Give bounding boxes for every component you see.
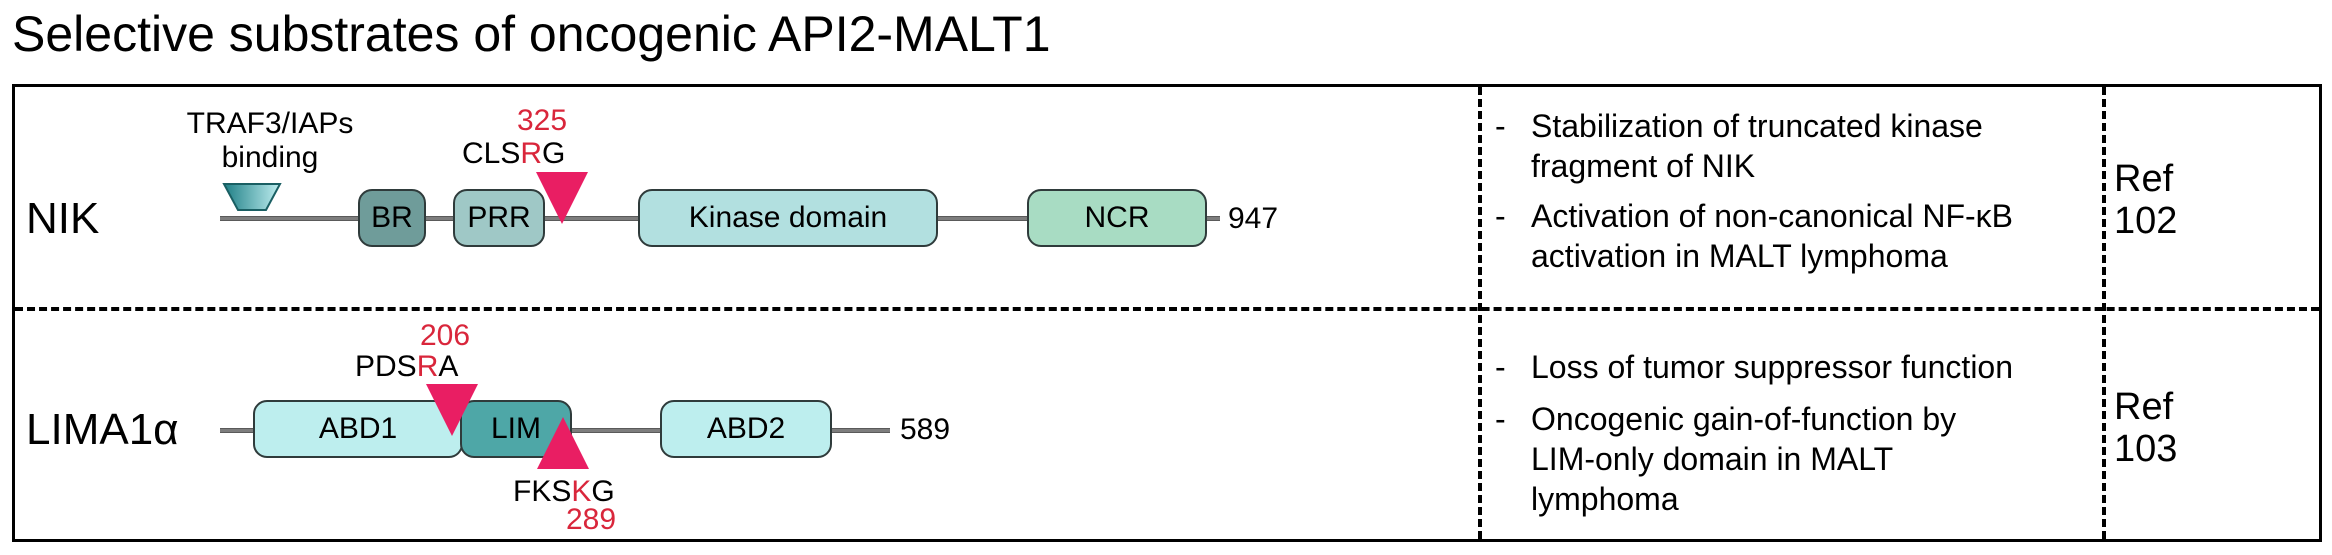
traf-binding-marker — [222, 183, 282, 211]
nik-reference: Ref 102 — [2114, 158, 2178, 242]
lima1-effect-2: - Oncogenic gain-of-function by LIM-only… — [1495, 401, 1957, 517]
domain-kinase: Kinase domain — [638, 189, 938, 247]
column-divider-refs — [2102, 87, 2106, 539]
domain-abd2: ABD2 — [660, 400, 832, 458]
lima1-site1-number: 206 — [419, 319, 471, 352]
nik-cleavage-site-icon — [536, 172, 588, 224]
traf-label: TRAF3/IAPs binding — [186, 107, 354, 174]
lima1-site1-sequence: PDSRA — [355, 350, 459, 383]
row-divider — [15, 307, 2319, 311]
domain-br: BR — [358, 189, 426, 247]
table-frame — [12, 84, 2322, 542]
lima1-site2-sequence: FKSKG — [513, 475, 615, 508]
domain-abd1: ABD1 — [253, 400, 463, 458]
lima1-reference: Ref 103 — [2114, 386, 2178, 470]
nik-site-number: 325 — [516, 104, 568, 137]
lima1-effect-1: - Loss of tumor suppressor function — [1495, 349, 2014, 385]
lima1-effects: - Loss of tumor suppressor function - On… — [1495, 347, 2095, 519]
lima1-site2-number: 289 — [565, 503, 617, 536]
domain-ncr: NCR — [1027, 189, 1207, 247]
lima1-cleavage-site-289-icon — [537, 417, 589, 469]
nik-site-sequence: CLSRG — [462, 137, 566, 170]
protein-name-nik: NIK — [26, 194, 100, 243]
column-divider-effects — [1478, 87, 1482, 539]
nik-length: 947 — [1228, 202, 1279, 235]
lima1-cleavage-site-206-icon — [426, 384, 478, 436]
domain-prr: PRR — [453, 189, 545, 247]
figure-title: Selective substrates of oncogenic API2-M… — [12, 6, 1051, 62]
protein-name-lima1: LIMA1α — [26, 405, 179, 454]
lima1-length: 589 — [900, 413, 951, 446]
